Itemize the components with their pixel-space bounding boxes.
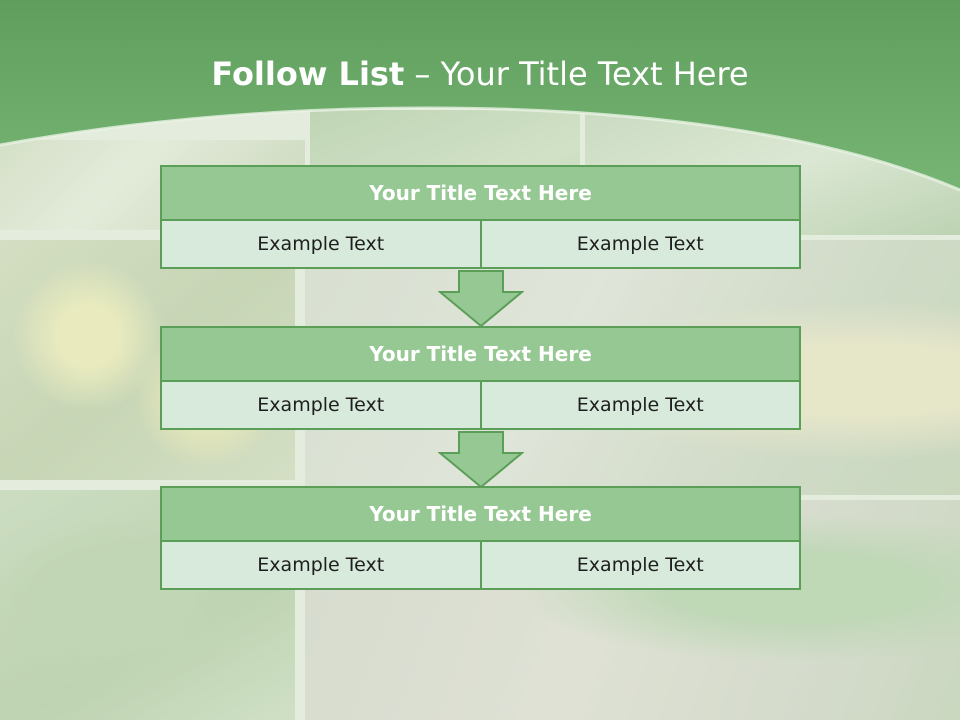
- flow-step-1: Your Title Text Here Example Text Exampl…: [160, 165, 801, 269]
- step-title: Your Title Text Here: [160, 165, 801, 221]
- step-row: Example Text Example Text: [160, 219, 801, 269]
- flow-step-2: Your Title Text Here Example Text Exampl…: [160, 326, 801, 430]
- title-bold: Follow List: [211, 55, 405, 93]
- step-row: Example Text Example Text: [160, 380, 801, 430]
- step-cell-right: Example Text: [479, 219, 801, 269]
- step-cell-left: Example Text: [160, 540, 482, 590]
- down-arrow-icon: [438, 431, 524, 489]
- step-title: Your Title Text Here: [160, 486, 801, 542]
- step-cell-left: Example Text: [160, 380, 482, 430]
- step-cell-left: Example Text: [160, 219, 482, 269]
- slide-title: Follow List – Your Title Text Here: [0, 55, 960, 93]
- step-cell-right: Example Text: [479, 380, 801, 430]
- flow-step-3: Your Title Text Here Example Text Exampl…: [160, 486, 801, 590]
- title-rest: – Your Title Text Here: [404, 55, 749, 93]
- step-title: Your Title Text Here: [160, 326, 801, 382]
- step-cell-right: Example Text: [479, 540, 801, 590]
- header-band: [0, 0, 960, 200]
- down-arrow-icon: [438, 270, 524, 328]
- step-row: Example Text Example Text: [160, 540, 801, 590]
